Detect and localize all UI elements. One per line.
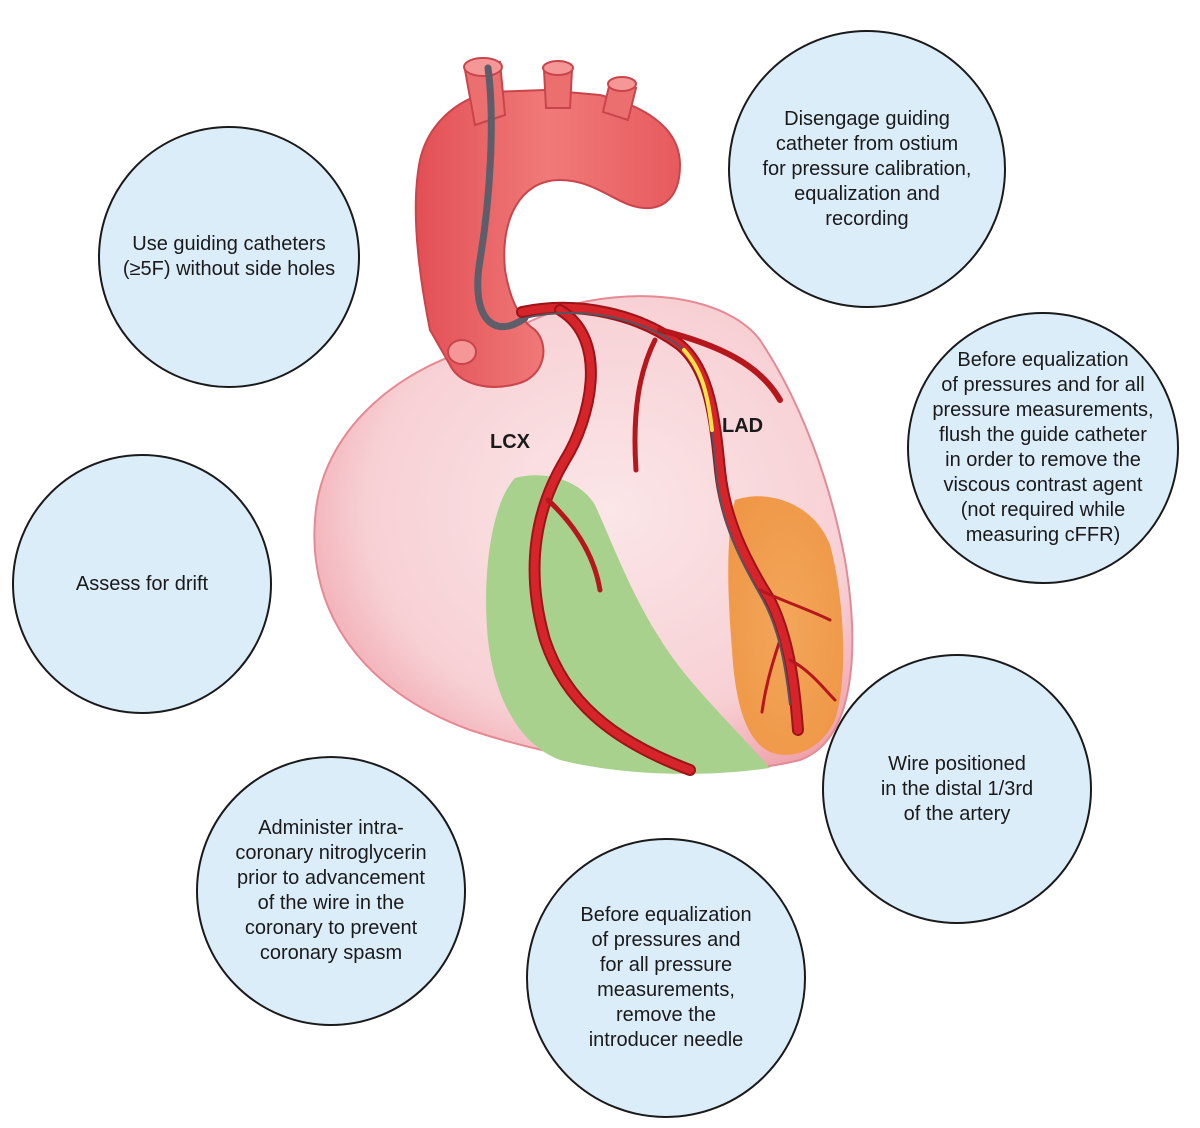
intermediate-branch	[632, 337, 658, 473]
step-introducer-needle-text: Before equalization of pressures and for…	[580, 904, 752, 1051]
lcx-label: LCX	[490, 431, 531, 453]
step-introducer-needle: Before equalization of pressures and for…	[526, 838, 806, 1118]
step-nitroglycerin-text: Administer intra- coronary nitroglycerin…	[235, 817, 427, 964]
step-assess-drift: Assess for drift	[12, 454, 272, 714]
diagonal-branch	[657, 327, 783, 403]
step-nitroglycerin: Administer intra- coronary nitroglycerin…	[196, 756, 466, 1026]
step-flush-guide-catheter: Before equalization of pressures and for…	[907, 312, 1179, 584]
step-wire-position-text: Wire positioned in the distal 1/3rd of t…	[880, 752, 1034, 825]
guiding-catheter	[474, 64, 529, 331]
wire-sensor-segment	[682, 348, 714, 432]
pressure-wire	[524, 312, 791, 706]
step-disengage-catheter-text: Disengage guiding catheter from ostium f…	[762, 107, 972, 230]
lcx-territory	[486, 475, 770, 774]
step-flush-guide-catheter-text: Before equalization of pressures and for…	[932, 349, 1154, 546]
step-guiding-catheters: Use guiding catheters (≥5F) without side…	[98, 126, 360, 388]
step-disengage-catheter: Disengage guiding catheter from ostium f…	[728, 30, 1006, 308]
coronary-arteries	[516, 301, 837, 776]
step-assess-drift-text: Assess for drift	[75, 572, 209, 595]
lad-label: LAD	[722, 415, 763, 437]
obtuse-marginal	[545, 497, 603, 593]
step-guiding-catheters-text: Use guiding catheters (≥5F) without side…	[122, 233, 336, 280]
step-wire-position: Wire positioned in the distal 1/3rd of t…	[822, 654, 1092, 924]
